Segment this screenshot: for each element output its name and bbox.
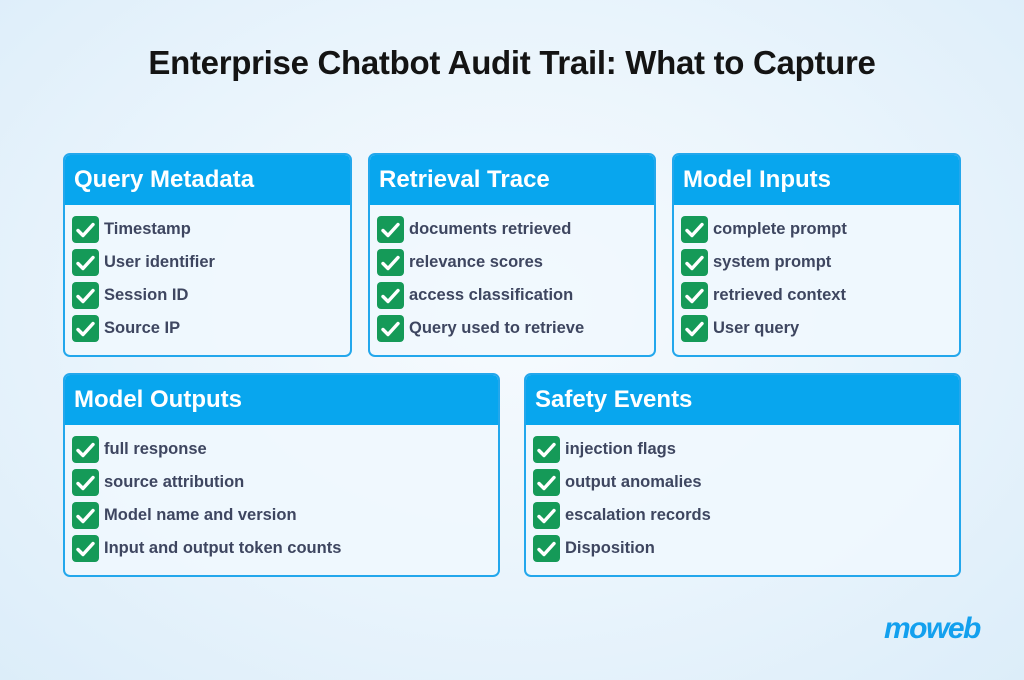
card-title: Retrieval Trace [370,155,654,205]
checklist-item: injection flags [533,433,959,466]
page-title: Enterprise Chatbot Audit Trail: What to … [148,44,876,81]
checklist: injection flags output anomalies escalat… [526,425,959,565]
checklist-item: Source IP [72,312,350,345]
check-icon [681,282,708,309]
checklist-item: output anomalies [533,466,959,499]
card-model-inputs: Model Inputs complete prompt system prom… [672,153,961,357]
card-model-outputs: Model Outputs full response source attri… [63,373,500,577]
checklist-item: documents retrieved [377,213,654,246]
card-title: Model Inputs [674,155,959,205]
check-icon [72,535,99,562]
checklist-item: source attribution [72,466,498,499]
checklist-item: User query [681,312,959,345]
item-label: relevance scores [409,253,543,271]
check-icon [533,436,560,463]
checklist-item: escalation records [533,499,959,532]
item-label: Timestamp [104,220,191,238]
checklist-item: access classification [377,279,654,312]
checklist-item: Timestamp [72,213,350,246]
check-icon [72,249,99,276]
item-label: Session ID [104,286,189,304]
checklist-item: Model name and version [72,499,498,532]
check-icon [681,216,708,243]
check-icon [72,315,99,342]
checklist: full response source attribution Model n… [65,425,498,565]
item-label: Input and output token counts [104,539,342,557]
check-icon [377,282,404,309]
item-label: injection flags [565,440,676,458]
moweb-logo: moweb [884,612,981,645]
check-icon [377,216,404,243]
item-label: output anomalies [565,473,702,491]
check-icon [72,282,99,309]
item-label: Source IP [104,319,181,337]
item-label: system prompt [713,253,832,271]
card-retrieval-trace: Retrieval Trace documents retrieved rele… [368,153,656,357]
card-safety-events: Safety Events injection flags output ano… [524,373,961,577]
checklist: Timestamp User identifier Session ID Sou… [65,205,350,345]
check-icon [72,436,99,463]
checklist-item: full response [72,433,498,466]
check-icon [72,216,99,243]
item-label: access classification [409,286,574,304]
item-label: escalation records [565,506,711,524]
checklist-item: retrieved context [681,279,959,312]
item-label: full response [104,440,207,458]
check-icon [681,249,708,276]
card-title: Safety Events [526,375,959,425]
check-icon [533,469,560,496]
checklist-item: Query used to retrieve [377,312,654,345]
item-label: User query [713,319,800,337]
check-icon [72,502,99,529]
card-query-metadata: Query Metadata Timestamp User identifier… [63,153,352,357]
check-icon [533,535,560,562]
item-label: Disposition [565,539,655,557]
checklist-item: Session ID [72,279,350,312]
item-label: User identifier [104,253,215,271]
checklist-item: relevance scores [377,246,654,279]
check-icon [681,315,708,342]
card-title: Query Metadata [65,155,350,205]
checklist-item: Disposition [533,532,959,565]
checklist: complete prompt system prompt retrieved … [674,205,959,345]
checklist-item: system prompt [681,246,959,279]
item-label: retrieved context [713,286,846,304]
check-icon [377,315,404,342]
item-label: complete prompt [713,220,847,238]
item-label: Model name and version [104,506,297,524]
check-icon [72,469,99,496]
card-title: Model Outputs [65,375,498,425]
item-label: documents retrieved [409,220,572,238]
check-icon [377,249,404,276]
checklist-item: User identifier [72,246,350,279]
checklist-item: Input and output token counts [72,532,498,565]
item-label: source attribution [104,473,245,491]
item-label: Query used to retrieve [409,319,585,337]
checklist: documents retrieved relevance scores acc… [370,205,654,345]
check-icon [533,502,560,529]
checklist-item: complete prompt [681,213,959,246]
